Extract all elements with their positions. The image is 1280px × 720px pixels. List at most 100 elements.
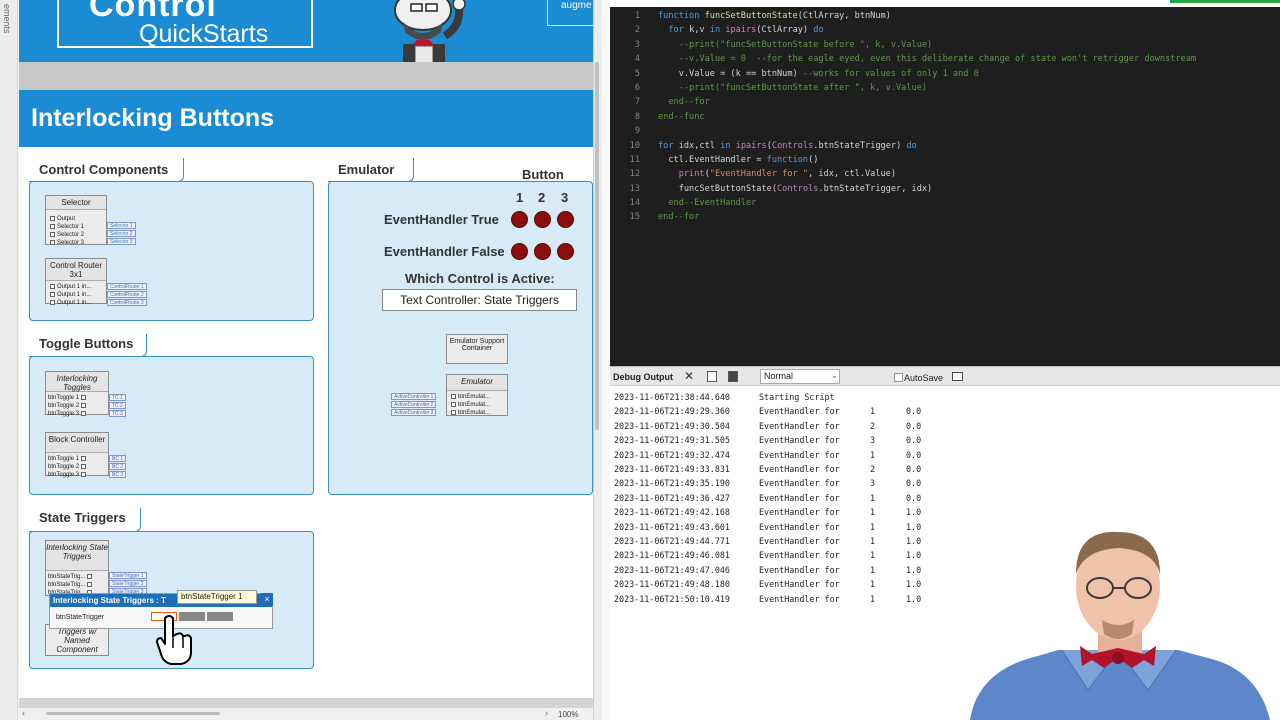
- code-line[interactable]: 13 funcSetButtonState(Controls.btnStateT…: [610, 182, 1280, 196]
- code-line[interactable]: 7 end--for: [610, 95, 1280, 109]
- code-line[interactable]: 9: [610, 124, 1280, 138]
- external-label[interactable]: ControlRoute 1: [107, 283, 147, 290]
- code-line[interactable]: 11 ctl.EventHandler = function(): [610, 153, 1280, 167]
- clear-icon[interactable]: [728, 371, 738, 382]
- control-router-component[interactable]: Control Router 3x1 Output 1 in... Output…: [45, 258, 107, 307]
- log-ts: 2023-11-06T21:49:29.360: [614, 406, 730, 417]
- code-line[interactable]: 5 v.Value = (k == btnNum) --works for va…: [610, 67, 1280, 81]
- log-v: 0.0: [906, 435, 922, 446]
- triggers-named-component[interactable]: Triggers w/ Named Component: [45, 624, 109, 656]
- pin[interactable]: Output 1 in...: [48, 291, 91, 299]
- external-label[interactable]: ActiveController 2: [391, 401, 437, 408]
- external-label[interactable]: ControlRoute 3: [107, 299, 147, 306]
- external-label[interactable]: Selector 1: [107, 222, 136, 229]
- pin[interactable]: Output: [48, 215, 84, 223]
- log-n: 1: [870, 593, 876, 604]
- design-canvas[interactable]: Control QuickStarts augme Interlocking B…: [19, 0, 593, 698]
- toggle-pins: btnToggle 1 btnToggle 2 btnToggle 3: [48, 394, 88, 418]
- external-label[interactable]: ActiveController 1: [391, 393, 437, 400]
- pin[interactable]: btnEmulat...: [449, 409, 490, 417]
- interlocking-state-triggers-component[interactable]: Interlocking State Triggers btnStateTrig…: [45, 540, 109, 596]
- pin[interactable]: Selector 1: [48, 223, 84, 231]
- interlocking-toggles-component[interactable]: Interlocking Toggles btnToggle 1 btnTogg…: [45, 371, 109, 418]
- horizontal-scroll-thumb[interactable]: [46, 712, 220, 715]
- emulator-component[interactable]: Emulator btnEmulat... btnEmulat... btnEm…: [446, 374, 508, 416]
- close-icon[interactable]: ×: [261, 593, 273, 606]
- emulator-support-container[interactable]: Emulator Support Container: [446, 334, 508, 364]
- external-label[interactable]: TC 3: [109, 410, 126, 417]
- pin[interactable]: btnToggle 2: [48, 463, 88, 471]
- folder-icon[interactable]: [952, 372, 963, 381]
- state-trigger-button-2[interactable]: [179, 612, 205, 621]
- block-controller-component[interactable]: Block Controller btnToggle 1 btnToggle 2…: [45, 432, 109, 479]
- code-line[interactable]: 4 --v.Value = 0 --for the eagle eyed, ev…: [610, 52, 1280, 66]
- log-level-select[interactable]: Normal: [760, 369, 840, 384]
- splitter[interactable]: [602, 0, 610, 720]
- led-true-3[interactable]: [557, 211, 574, 228]
- external-label[interactable]: Selector 2: [107, 230, 136, 237]
- pin[interactable]: btnToggle 1: [48, 455, 88, 463]
- pin[interactable]: Output 1 in...: [48, 283, 91, 291]
- external-label[interactable]: BC 3: [109, 471, 127, 478]
- led-false-1[interactable]: [511, 243, 528, 260]
- external-label[interactable]: StateTrigger 1: [109, 572, 147, 579]
- pin-label: btnToggle 1: [48, 395, 80, 401]
- scroll-right-arrow-icon[interactable]: ›: [545, 708, 548, 718]
- pin[interactable]: Selector 2: [48, 231, 84, 239]
- pin[interactable]: btnToggle 2: [48, 402, 88, 410]
- line-number: 10: [629, 140, 640, 151]
- led-false-3[interactable]: [557, 243, 574, 260]
- led-true-1[interactable]: [511, 211, 528, 228]
- code-line[interactable]: 14 end--EventHandler: [610, 196, 1280, 210]
- code-line[interactable]: 12 print("EventHandler for ", idx, ctl.V…: [610, 167, 1280, 181]
- horizontal-scrollbar[interactable]: [19, 698, 593, 708]
- external-label[interactable]: ControlRoute 2: [107, 291, 147, 298]
- copy-icon[interactable]: [707, 371, 717, 382]
- led-true-2[interactable]: [534, 211, 551, 228]
- pin[interactable]: btnToggle 3: [48, 410, 88, 418]
- hand-cursor-icon: [156, 615, 192, 665]
- log-msg: EventHandler for: [759, 449, 840, 460]
- led-false-2[interactable]: [534, 243, 551, 260]
- code-line[interactable]: 6 --print("funcSetButtonState after ", k…: [610, 81, 1280, 95]
- external-label[interactable]: BC 1: [109, 455, 127, 462]
- close-icon[interactable]: ✕: [684, 369, 695, 383]
- pin[interactable]: btnToggle 1: [48, 394, 88, 402]
- code-line[interactable]: 2 for k,v in ipairs(CtlArray) do: [610, 23, 1280, 37]
- pin[interactable]: btnStateTrig...: [48, 573, 94, 581]
- code-line[interactable]: 3 --print("funcSetButtonState before ", …: [610, 38, 1280, 52]
- panel-title-state-triggers: State Triggers: [39, 510, 126, 525]
- pin[interactable]: btnEmulat...: [449, 401, 490, 409]
- pin[interactable]: btnEmulat...: [449, 393, 490, 401]
- pin[interactable]: btnStateTrig...: [48, 581, 94, 589]
- eventhandler-false-label: EventHandler False: [384, 244, 505, 259]
- external-label[interactable]: ActiveController 3: [391, 409, 437, 416]
- pin[interactable]: Selector 3: [48, 239, 84, 247]
- external-label[interactable]: BC 2: [109, 463, 127, 470]
- eventhandler-true-label: EventHandler True: [384, 212, 499, 227]
- scroll-left-arrow-icon[interactable]: ‹: [22, 708, 25, 718]
- zoom-level[interactable]: 100%: [558, 710, 579, 719]
- pin[interactable]: Output 1 in...: [48, 299, 91, 307]
- state-trigger-button-3[interactable]: [207, 612, 233, 621]
- external-label[interactable]: Selector 3: [107, 238, 136, 245]
- external-label[interactable]: TC 1: [109, 394, 126, 401]
- log-ts: 2023-11-06T21:49:33.831: [614, 464, 730, 474]
- vertical-scroll-thumb[interactable]: [595, 62, 599, 430]
- selector-component-name: Selector: [46, 196, 106, 210]
- log-v: 0.0: [906, 464, 922, 474]
- autosave-checkbox[interactable]: [894, 373, 903, 382]
- side-panel-strip[interactable]: ements: [0, 0, 18, 720]
- pin[interactable]: btnToggle 3: [48, 471, 88, 479]
- text-controller-display[interactable]: Text Controller: State Triggers: [382, 289, 577, 311]
- external-label[interactable]: StateTrigger 2: [109, 580, 147, 587]
- selector-component[interactable]: Selector Output Selector 1 Selector 2 Se…: [45, 195, 107, 247]
- external-label[interactable]: TC 2: [109, 402, 126, 409]
